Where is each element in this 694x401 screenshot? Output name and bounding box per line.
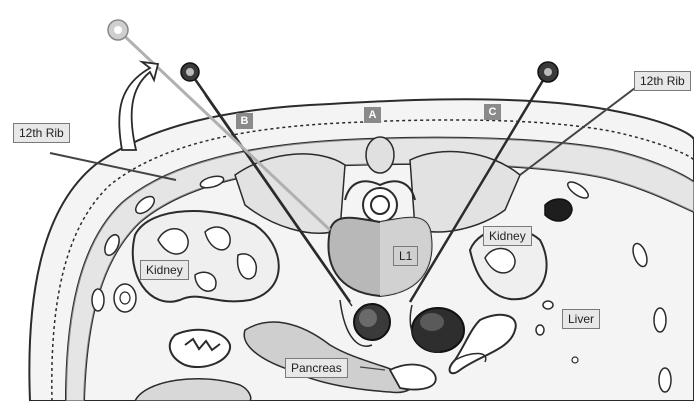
marker-a: A <box>364 107 381 123</box>
liver-dot-2 <box>536 325 544 335</box>
colon-right <box>545 199 572 221</box>
label-kidney-right: Kidney <box>483 226 532 246</box>
marker-c: C <box>484 104 501 120</box>
bowel-small-1 <box>114 284 136 312</box>
label-l1-vertebra: L1 <box>393 246 418 266</box>
label-pancreas: Pancreas <box>285 358 348 378</box>
vena-cava-highlight <box>420 313 444 331</box>
spinous-process <box>366 137 394 173</box>
aorta-highlight <box>359 309 377 327</box>
spinal-cord <box>371 196 389 214</box>
label-12th-rib-right: 12th Rib <box>634 71 691 91</box>
liver-dot-1 <box>543 301 553 309</box>
liver-dot-3 <box>572 357 578 363</box>
marker-b: B <box>236 113 253 129</box>
label-12th-rib-left: 12th Rib <box>13 123 70 143</box>
label-liver: Liver <box>562 309 600 329</box>
label-kidney-left: Kidney <box>140 260 189 280</box>
